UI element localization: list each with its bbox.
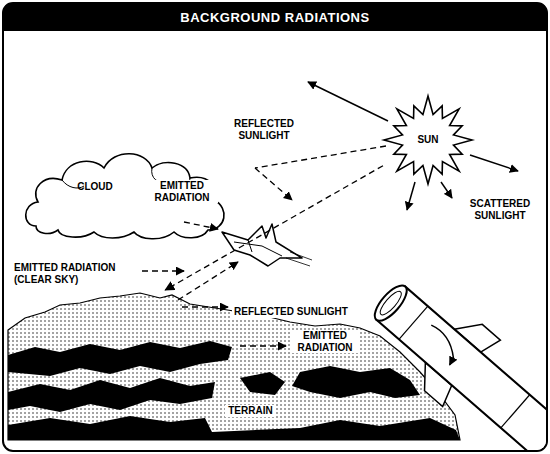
sun-ray: [470, 155, 518, 171]
callout-label: EMITTED RADIATION: [290, 330, 360, 353]
contrail: [286, 252, 312, 266]
callout-label: SCATTERED SUNLIGHT: [462, 198, 538, 221]
diagram-title: BACKGROUND RADIATIONS: [180, 10, 369, 25]
terrain-shading: [292, 366, 420, 398]
node-text: SUN: [417, 134, 438, 146]
terrain-shading: [8, 341, 232, 376]
missile-detail: [419, 324, 462, 365]
reflected-ray: [255, 168, 292, 200]
reflected-ray: [255, 146, 386, 168]
scatter-ray: [407, 182, 415, 210]
terrain-shading: [240, 372, 285, 395]
sun-shape: SUN: [383, 95, 473, 185]
reflected-ray: [178, 262, 238, 300]
terrain-shading: [8, 378, 215, 412]
missile-seeker: [370, 281, 412, 326]
sun-starburst: [384, 96, 472, 184]
node-text: CLOUD: [77, 181, 113, 193]
cloud-outline: [26, 154, 224, 239]
node-text: TERRAIN: [225, 405, 275, 417]
terrain-shading: [8, 416, 460, 440]
title-band: [3, 3, 547, 31]
missile-band: [501, 395, 530, 428]
emitted-ray: [142, 270, 184, 271]
aircraft-detail: [234, 240, 282, 256]
missile-seeker: [377, 289, 404, 318]
terrain-outline: [8, 293, 460, 440]
callout-label: EMITTED RADIATION: [146, 180, 218, 203]
missile-band: [399, 306, 428, 339]
callout-label: REFLECTED SUNLIGHT: [232, 306, 350, 318]
callout-label: EMITTED RADIATION (CLEAR SKY): [12, 262, 137, 285]
callout-label: REFLECTED SUNLIGHT: [228, 118, 300, 141]
scatter-ray: [441, 182, 452, 198]
sun-ray: [308, 82, 388, 121]
